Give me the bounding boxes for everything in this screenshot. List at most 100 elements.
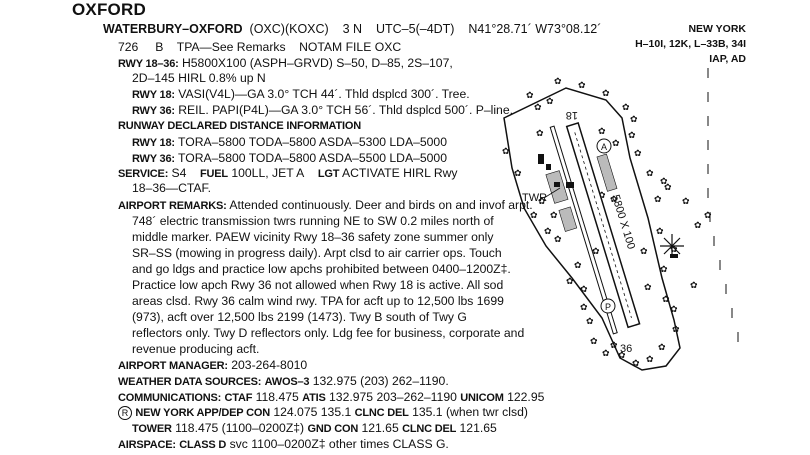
svg-text:✿: ✿ bbox=[602, 349, 610, 359]
lgt-value-2: 18–36—CTAF. bbox=[132, 181, 212, 195]
svg-text:✿: ✿ bbox=[580, 303, 588, 313]
remarks-line-9: revenue producing acft. bbox=[132, 342, 260, 356]
svg-text:✿: ✿ bbox=[534, 103, 542, 113]
airspace-line: AIRSPACE: CLASS D svc 1100–0200Z‡ other … bbox=[118, 437, 449, 453]
remarks-line-1: 748´ electric transmission twrs running … bbox=[132, 214, 494, 228]
svg-text:✿: ✿ bbox=[646, 355, 654, 365]
airspace-label: AIRSPACE: bbox=[118, 439, 176, 451]
tower-label: TWR bbox=[522, 192, 547, 204]
weather-value: 132.975 (203) 262–1190. bbox=[312, 374, 449, 388]
svg-text:✿: ✿ bbox=[554, 235, 562, 245]
svg-text:✿: ✿ bbox=[578, 81, 586, 91]
svg-text:✿: ✿ bbox=[580, 285, 588, 295]
svg-text:✿: ✿ bbox=[662, 295, 670, 305]
manager-value: 203-264-8010 bbox=[231, 358, 308, 372]
svg-text:✿: ✿ bbox=[622, 103, 630, 113]
fuel-class: B bbox=[155, 40, 164, 54]
service-s: S4 bbox=[171, 166, 187, 180]
svg-text:✿: ✿ bbox=[530, 211, 538, 221]
svg-text:✿: ✿ bbox=[574, 261, 582, 271]
svg-text:✿: ✿ bbox=[544, 227, 552, 237]
airport-header: WATERBURY–OXFORD (OXC)(KOXC) 3 N UTC–5(–… bbox=[103, 22, 601, 37]
notam-text: NOTAM FILE OXC bbox=[299, 40, 402, 54]
svg-text:✿: ✿ bbox=[610, 341, 618, 351]
remarks-line-8: reflectors only. Twy D reflectors only. … bbox=[132, 326, 525, 340]
svg-text:✿: ✿ bbox=[660, 177, 668, 187]
awos-label: AWOS–3 bbox=[264, 376, 310, 388]
svg-text:✿: ✿ bbox=[554, 77, 562, 87]
unicom-value: 122.95 bbox=[507, 390, 545, 404]
unicom-label: UNICOM bbox=[460, 392, 504, 404]
svg-text:✿: ✿ bbox=[634, 149, 642, 159]
radar-symbol: R bbox=[118, 405, 132, 420]
svg-text:P: P bbox=[605, 302, 611, 312]
svg-text:✿: ✿ bbox=[546, 97, 554, 107]
svg-text:✿: ✿ bbox=[612, 139, 620, 149]
rwy-desc2: 2D–145 HIRL 0.8% up N bbox=[132, 71, 266, 85]
svg-text:✿: ✿ bbox=[590, 337, 598, 347]
declared-18: RWY 18: TORA–5800 TODA–5800 ASDA–5300 LD… bbox=[132, 135, 447, 151]
declared-36-label: RWY 36: bbox=[132, 153, 175, 165]
remarks-text: Attended continuously. Deer and birds on… bbox=[229, 198, 533, 212]
svg-text:✿: ✿ bbox=[610, 195, 618, 205]
svg-text:✿: ✿ bbox=[536, 129, 544, 139]
rwy36-label: RWY 36: bbox=[132, 105, 175, 117]
svg-text:✿: ✿ bbox=[586, 317, 594, 327]
state-label: NEW YORK bbox=[688, 23, 746, 35]
airport-name: WATERBURY–OXFORD bbox=[103, 22, 243, 36]
tower-label: TOWER bbox=[132, 423, 172, 435]
ctaf-value: 118.475 bbox=[255, 390, 299, 404]
declared-36-text: TORA–5800 TODA–5800 ASDA–5500 LDA–5000 bbox=[178, 151, 447, 165]
airspace-class: CLASS D bbox=[179, 439, 227, 451]
declared-36: RWY 36: TORA–5800 TODA–5800 ASDA–5500 LD… bbox=[132, 151, 447, 167]
comms-line: COMMUNICATIONS: CTAF 118.475 ATIS 132.97… bbox=[118, 390, 544, 406]
app-clnc-label: CLNC DEL bbox=[354, 407, 409, 419]
power-line bbox=[707, 68, 739, 342]
app-line: R NEW YORK APP/DEP CON 124.075 135.1 CLN… bbox=[118, 405, 528, 421]
rwy36-text: REIL. PAPI(P4L)—GA 3.0° TCH 56´. Thld ds… bbox=[178, 103, 513, 117]
lgt-value: ACTIVATE HIRL Rwy bbox=[341, 166, 458, 180]
svg-text:✿: ✿ bbox=[602, 89, 610, 99]
manager-label: AIRPORT MANAGER: bbox=[118, 360, 228, 372]
svg-text:✿: ✿ bbox=[694, 221, 702, 231]
svg-text:✿: ✿ bbox=[618, 351, 626, 361]
svg-text:✿: ✿ bbox=[670, 245, 678, 255]
svg-text:✿: ✿ bbox=[598, 191, 606, 201]
rwy18-text: VASI(V4L)—GA 3.0° TCH 44´. Thld dsplcd 3… bbox=[178, 87, 470, 101]
remarks-line-3: SR–SS (mowing in progress daily). Arpt c… bbox=[132, 246, 502, 260]
runway-group bbox=[545, 122, 641, 335]
taxiway bbox=[549, 125, 618, 335]
svg-text:✿: ✿ bbox=[654, 195, 662, 205]
chart-refs: H–10I, 12K, L–33B, 34I bbox=[635, 38, 746, 50]
runway-18-label: 18 bbox=[566, 109, 578, 121]
tree-icons: ✿✿✿ ✿✿✿ ✿✿✿ ✿✿✿ ✿✿✿ ✿✿✿ ✿✿✿ ✿✿✿ ✿✿✿ ✿✿✿ … bbox=[502, 77, 712, 369]
elevation: 726 bbox=[118, 40, 139, 54]
svg-text:✿: ✿ bbox=[658, 343, 666, 353]
papi-icon: P bbox=[600, 298, 616, 314]
right-block: NEW YORK H–10I, 12K, L–33B, 34I IAP, AD bbox=[635, 22, 746, 67]
svg-text:✿: ✿ bbox=[644, 283, 652, 293]
app-clnc-value: 135.1 (when twr clsd) bbox=[412, 405, 528, 419]
remarks-label: AIRPORT REMARKS: bbox=[118, 200, 227, 212]
rwy18-line: RWY 18: VASI(V4L)—GA 3.0° TCH 44´. Thld … bbox=[132, 87, 470, 103]
svg-text:✿: ✿ bbox=[670, 305, 678, 315]
apron-block bbox=[558, 206, 578, 232]
rwy36-line: RWY 36: REIL. PAPI(P4L)—GA 3.0° TCH 56´.… bbox=[132, 103, 513, 119]
tower-clnc-label: CLNC DEL bbox=[402, 423, 457, 435]
svg-text:✿: ✿ bbox=[630, 115, 638, 125]
airport-diagram: ✿✿✿ ✿✿✿ ✿✿✿ ✿✿✿ ✿✿✿ ✿✿✿ ✿✿✿ ✿✿✿ ✿✿✿ ✿✿✿ … bbox=[502, 68, 739, 371]
svg-text:✿: ✿ bbox=[682, 197, 690, 207]
remarks-line-5: Practice low apch Rwy 36 not allowed whe… bbox=[132, 278, 504, 292]
atis-label: ATIS bbox=[302, 392, 326, 404]
declared-18-label: RWY 18: bbox=[132, 137, 175, 149]
airport-coords: N41°28.71´ W73°08.12´ bbox=[468, 22, 602, 36]
fuel-label: FUEL bbox=[200, 168, 228, 180]
runway-line: RWY 18–36: H5800X100 (ASPH–GRVD) S–50, D… bbox=[118, 56, 453, 72]
tpa-text: TPA—See Remarks bbox=[176, 40, 286, 54]
svg-text:✿: ✿ bbox=[646, 169, 654, 179]
weather-label: WEATHER DATA SOURCES: bbox=[118, 376, 262, 388]
svg-text:✿: ✿ bbox=[598, 127, 606, 137]
rwy-label: RWY 18–36: bbox=[118, 58, 179, 70]
iap-ref: IAP, AD bbox=[709, 53, 746, 65]
remarks-line-0: AIRPORT REMARKS: Attended continuously. … bbox=[118, 198, 533, 214]
